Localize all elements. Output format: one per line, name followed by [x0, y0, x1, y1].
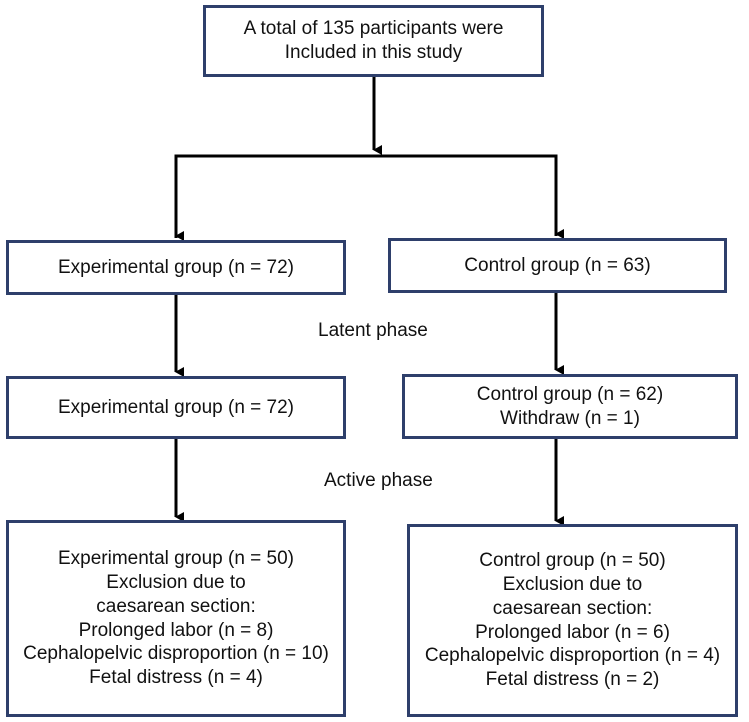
- experimental-fetal-distress: Fetal distress (n = 4): [89, 667, 263, 688]
- total-participants-line-2: Included in this study: [284, 42, 463, 63]
- experimental-active-box: Experimental group (n = 50) Exclusion du…: [6, 520, 346, 717]
- control-active-box: Control group (n = 50) Exclusion due to …: [407, 524, 738, 717]
- experimental-cephalopelvic: Cephalopelvic disproportion (n = 10): [23, 643, 329, 665]
- control-prolonged-labor: Prolonged labor (n = 6): [475, 621, 670, 643]
- control-allocation-text: Control group (n = 63): [464, 254, 651, 276]
- experimental-allocation-box: Experimental group (n = 72): [6, 240, 346, 295]
- experimental-active-count: Experimental group (n = 50): [57, 548, 295, 570]
- experimental-allocation-text: Experimental group (n = 72): [57, 256, 295, 278]
- experimental-latent-box: Experimental group (n = 72): [6, 376, 346, 439]
- experimental-exclusion-line-1: Exclusion due to: [106, 572, 246, 593]
- latent-phase-label: Latent phase: [318, 320, 428, 341]
- experimental-exclusion-line-2: caesarean section:: [96, 595, 256, 617]
- experimental-prolonged-labor: Prolonged labor (n = 8): [78, 619, 274, 641]
- control-fetal-distress: Fetal distress (n = 2): [485, 669, 660, 690]
- control-exclusion-line-2: caesarean section:: [492, 597, 653, 619]
- control-cephalopelvic: Cephalopelvic disproportion (n = 4): [424, 645, 721, 667]
- control-exclusion-line-1: Exclusion due to: [502, 574, 643, 595]
- split-line: [174, 154, 558, 238]
- control-active-count: Control group (n = 50): [479, 550, 666, 572]
- total-participants-line-1: A total of 135 participants were: [243, 18, 504, 40]
- active-phase-label: Active phase: [324, 470, 433, 491]
- total-participants-box: A total of 135 participants were Include…: [203, 5, 544, 77]
- control-allocation-box: Control group (n = 63): [388, 238, 727, 293]
- control-latent-box: Control group (n = 62) Withdraw (n = 1): [402, 374, 738, 439]
- control-withdraw-text: Withdraw (n = 1): [500, 407, 640, 429]
- experimental-latent-text: Experimental group (n = 72): [57, 396, 295, 418]
- control-latent-text: Control group (n = 62): [476, 383, 664, 405]
